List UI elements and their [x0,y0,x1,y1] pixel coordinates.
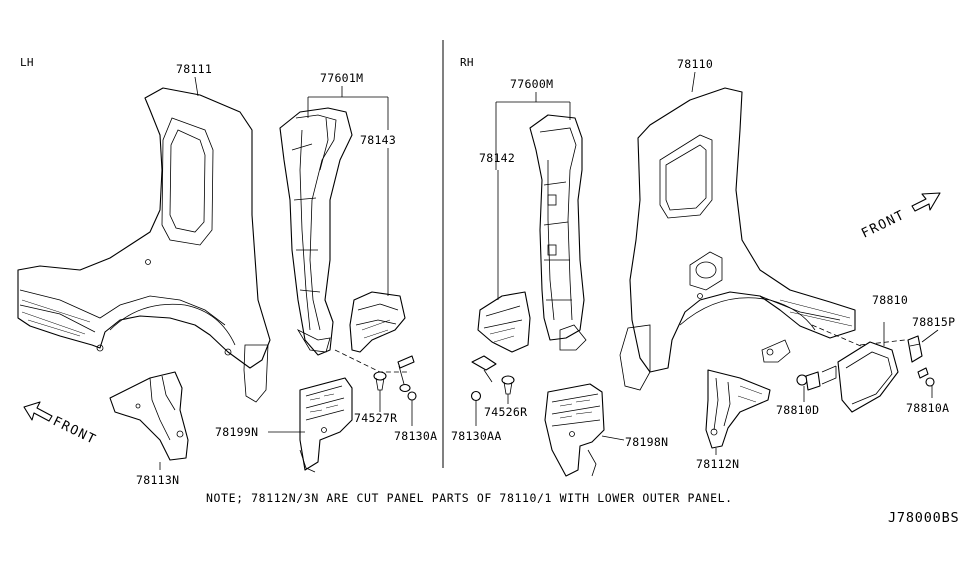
rh-pillar-assembly [529,114,587,351]
lh-dashed-guide [334,349,410,373]
side-label-rh: RH [460,56,474,69]
lh-front-arrow [23,401,53,422]
part-label-78143: 78143 [360,133,396,147]
rh-dashed-guide [811,324,906,351]
lh-bracket-78143 [349,291,406,353]
lh-lower-cut-panel [109,371,189,461]
part-label-78130a: 78130A [394,429,437,443]
rh-rear-fender-panel [619,87,856,391]
part-label-78112n: 78112N [696,457,739,471]
part-label-78113n: 78113N [136,473,179,487]
part-label-78130aa: 78130AA [451,429,502,443]
part-label-78810d: 78810D [776,403,819,417]
leader-77600m [495,92,571,170]
rh-clip-74526r [501,375,515,395]
rh-lower-cut-panel [705,369,771,449]
lh-front-label: FRONT [50,414,98,448]
lh-lower-bracket-78199n [299,377,353,473]
lh-rear-fender-panel [17,87,271,403]
part-label-77600m: 77600M [510,77,553,91]
lh-bolt-78130a [397,355,417,401]
part-label-78110: 78110 [677,57,713,71]
part-label-74527r: 74527R [354,411,397,425]
side-label-lh: LH [20,56,34,69]
part-label-78142: 78142 [479,151,515,165]
leader-78110 [691,71,696,93]
lid-bumper-78815p [907,335,923,363]
leader-78198n [601,435,625,441]
leader-78111 [194,76,199,97]
part-label-78199n: 78199N [215,425,258,439]
footer-note: NOTE; 78112N/3N ARE CUT PANEL PARTS OF 7… [206,491,733,505]
rh-lower-bracket-78198n [544,383,605,477]
part-label-78111: 78111 [176,62,212,76]
leader-77601m [307,86,389,130]
lid-screw-78810a [917,367,935,387]
fuel-filler-lid [821,341,899,413]
lh-clip-74527r [373,371,387,391]
lh-pillar-assembly [279,107,353,356]
rh-front-label: FRONT [859,208,907,242]
diagram-code: J78000BS [888,510,959,526]
lid-actuator-78810d [796,371,821,391]
part-label-78810: 78810 [872,293,908,307]
rh-front-arrow [911,192,941,212]
part-label-77601m: 77601M [320,71,363,85]
leader-78815p [921,329,939,343]
part-label-78810a: 78810A [906,401,949,415]
rh-bolt-78130aa [470,355,497,402]
rh-bracket-78142 [477,291,531,353]
part-label-78198n: 78198N [625,435,668,449]
part-label-78815p: 78815P [912,315,955,329]
part-label-74526r: 74526R [484,405,527,419]
